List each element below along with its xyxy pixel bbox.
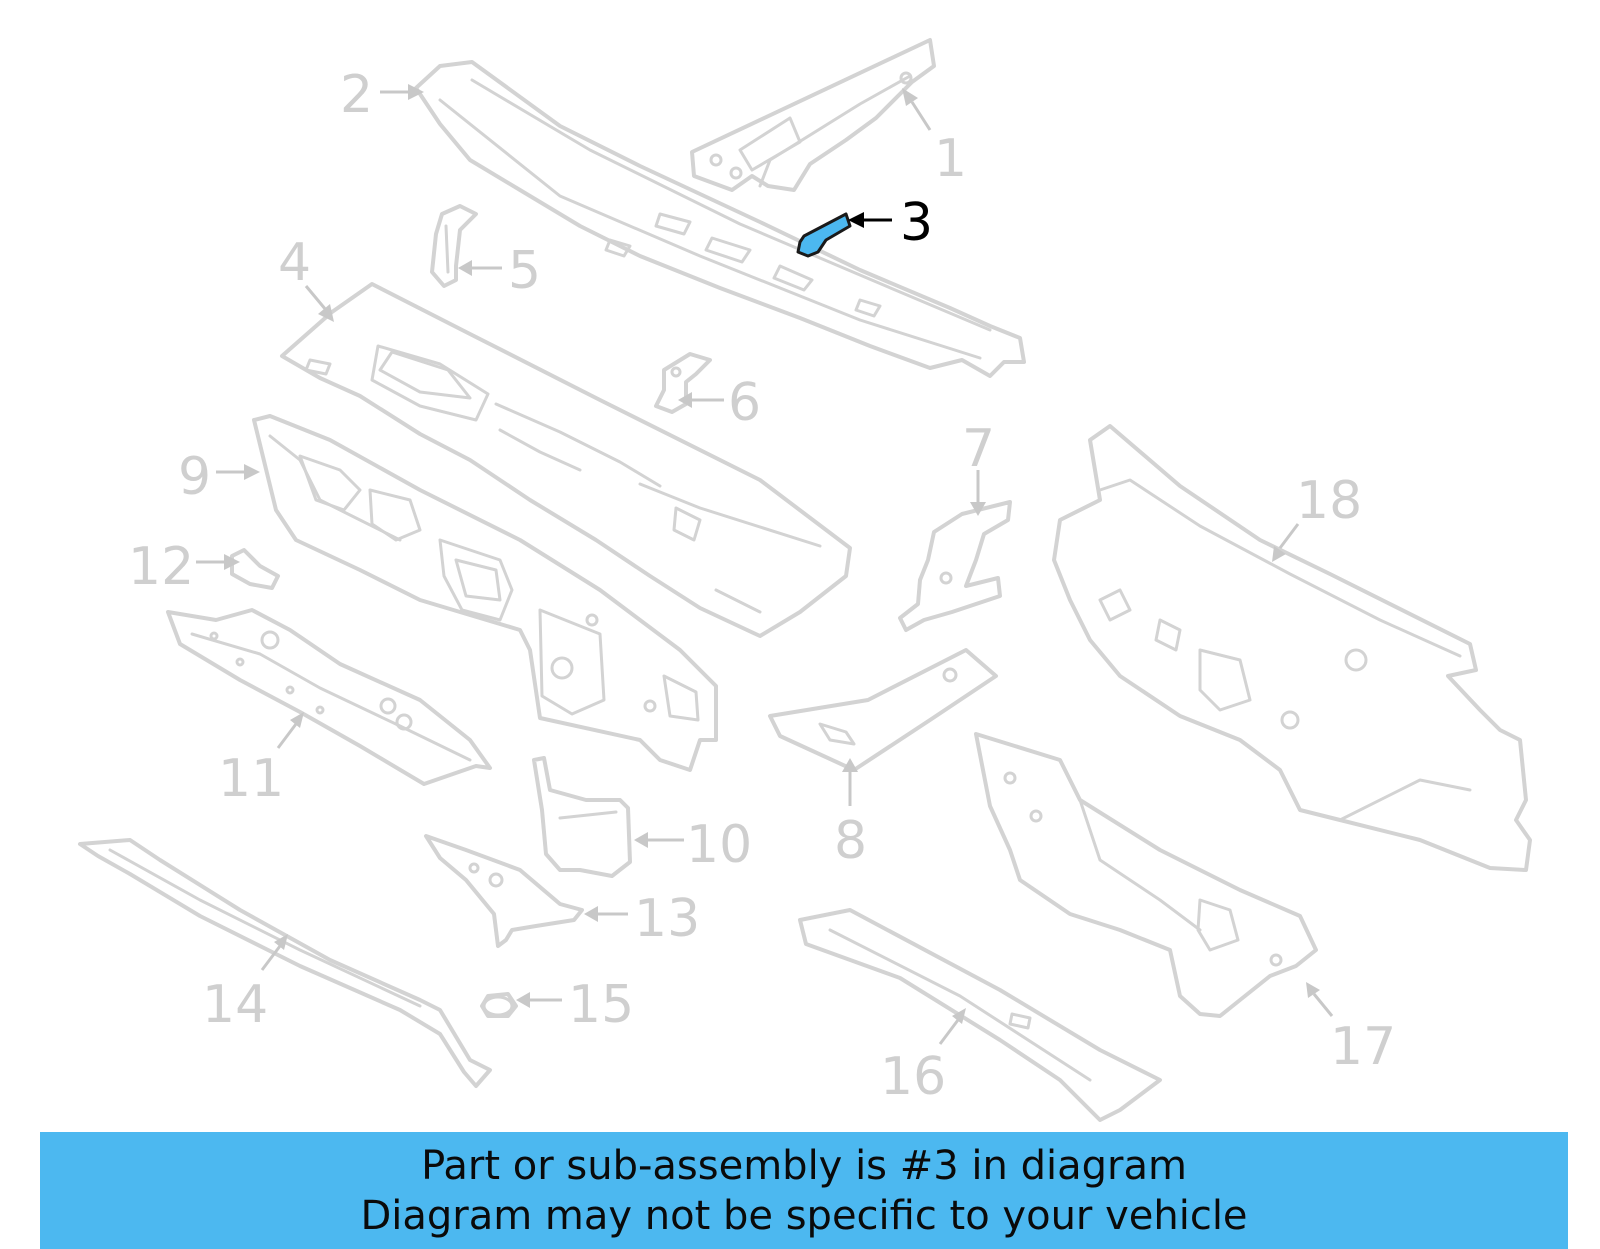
callout-12[interactable]: 12 (128, 537, 240, 597)
callout-3[interactable]: 3 (848, 193, 933, 253)
callout-1-label: 1 (934, 129, 967, 189)
part-3-drawing (796, 212, 852, 258)
callout-3-label: 3 (900, 193, 933, 253)
callout-7[interactable]: 7 (962, 419, 995, 516)
part-8-drawing (768, 648, 998, 772)
callout-17-label: 17 (1330, 1017, 1396, 1077)
part-6-drawing (654, 352, 712, 414)
callout-10[interactable]: 10 (634, 815, 752, 875)
callout-5[interactable]: 5 (458, 241, 541, 301)
info-banner: Part or sub-assembly is #3 in diagram Di… (40, 1132, 1568, 1249)
banner-line-2: Diagram may not be specific to your vehi… (360, 1192, 1248, 1239)
callout-7-label: 7 (962, 419, 995, 479)
callout-4[interactable]: 4 (278, 233, 334, 322)
part-5-drawing (430, 204, 478, 288)
callout-10-label: 10 (686, 815, 752, 875)
callout-18-label: 18 (1296, 471, 1362, 531)
callout-8[interactable]: 8 (834, 758, 867, 871)
part-17-drawing (974, 732, 1318, 1018)
part-1-drawing (690, 38, 936, 192)
callout-17[interactable]: 17 (1306, 982, 1396, 1077)
callout-18[interactable]: 18 (1272, 471, 1362, 562)
part-2-drawing (414, 60, 1026, 378)
callout-12-label: 12 (128, 537, 194, 597)
callout-16-label: 16 (880, 1047, 946, 1107)
callout-2-label: 2 (340, 65, 373, 125)
callout-8-label: 8 (834, 811, 867, 871)
callout-4-label: 4 (278, 233, 311, 293)
callout-13-label: 13 (634, 889, 700, 949)
callout-11[interactable]: 11 (218, 712, 304, 809)
callout-9-label: 9 (178, 447, 211, 507)
callout-2[interactable]: 2 (340, 65, 424, 125)
callout-6[interactable]: 6 (678, 373, 761, 433)
callout-6-label: 6 (728, 373, 761, 433)
part-12-drawing (230, 548, 280, 590)
part-18-drawing (1052, 424, 1532, 872)
callout-5-label: 5 (508, 241, 541, 301)
part-11-drawing (166, 608, 492, 786)
part-13-drawing (424, 834, 584, 948)
callout-16[interactable]: 16 (880, 1008, 966, 1107)
callout-1[interactable]: 1 (902, 88, 967, 189)
callout-13[interactable]: 13 (584, 889, 700, 949)
part-15-drawing (480, 992, 518, 1018)
callout-15[interactable]: 15 (516, 975, 634, 1035)
part-14-drawing (78, 838, 492, 1088)
callout-9[interactable]: 9 (178, 447, 260, 507)
banner-line-1: Part or sub-assembly is #3 in diagram (421, 1142, 1187, 1189)
part-4-drawing (280, 282, 852, 638)
part-10-drawing (532, 756, 632, 878)
part-16-drawing (798, 908, 1162, 1122)
callout-11-label: 11 (218, 749, 284, 809)
part-9-drawing (252, 414, 718, 772)
callout-15-label: 15 (568, 975, 634, 1035)
callout-14[interactable]: 14 (202, 934, 288, 1035)
part-7-drawing (898, 500, 1012, 632)
callout-14-label: 14 (202, 975, 268, 1035)
